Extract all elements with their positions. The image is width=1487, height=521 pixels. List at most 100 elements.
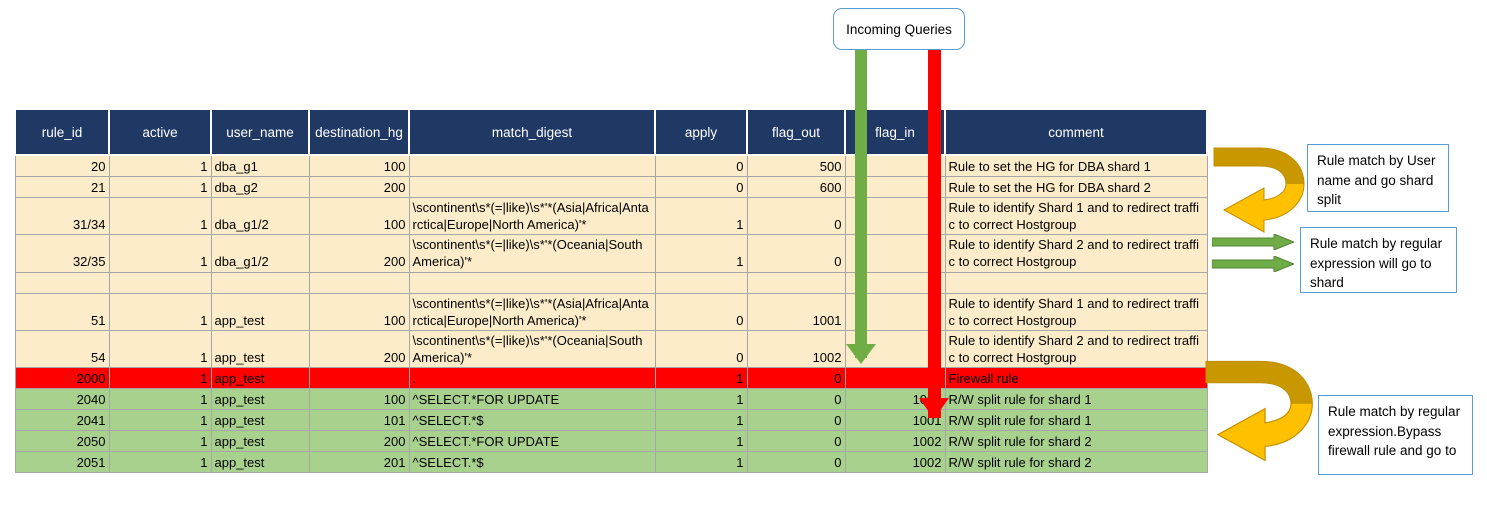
cell-match-digest [408, 271, 656, 294]
cell-rule-id: 51 [14, 292, 110, 331]
cell-flag-out: 0 [746, 196, 846, 236]
cell-flag-in [844, 271, 946, 294]
cell-user-name: app_test [210, 388, 310, 411]
cell-user-name [210, 271, 310, 294]
cell-flag-out: 1001 [746, 292, 846, 331]
cell-destination-hg: 101 [308, 409, 410, 432]
cell-flag-out: 0 [746, 367, 846, 390]
incoming-queries-label: Incoming Queries [846, 21, 952, 37]
cell-comment: Rule to identify Shard 1 and to redirect… [944, 196, 1208, 236]
green-right-arrow-top [1212, 234, 1294, 250]
cell-flag-in: 1002 [844, 451, 946, 474]
cell-comment: R/W split rule for shard 1 [944, 409, 1208, 432]
cell-destination-hg: 100 [308, 292, 410, 331]
callout-firewall-bypass-text: Rule match by regular expression.Bypass … [1328, 404, 1461, 459]
cell-apply: 0 [654, 292, 748, 331]
cell-comment: R/W split rule for shard 1 [944, 388, 1208, 411]
cell-match-digest: ^SELECT.*FOR UPDATE [408, 430, 656, 453]
table-header-row: rule_id active user_name destination_hg … [14, 108, 1208, 156]
cell-destination-hg: 200 [308, 176, 410, 198]
cell-match-digest: ^SELECT.*$ [408, 409, 656, 432]
incoming-queries-callout: Incoming Queries [833, 8, 965, 50]
cell-destination-hg [308, 367, 410, 390]
cell-match-digest: \scontinent\s*(=|like)\s*'*(Oceania|Sout… [408, 329, 656, 369]
cell-flag-out: 0 [746, 388, 846, 411]
cell-match-digest: . [408, 367, 656, 390]
cell-active: 1 [108, 367, 212, 390]
column-header-destination-hg: destination_hg [308, 108, 410, 156]
cell-match-digest [408, 154, 656, 177]
cell-rule-id: 2040 [14, 388, 110, 411]
cell-user-name: app_test [210, 367, 310, 390]
cell-active: 1 [108, 409, 212, 432]
cell-destination-hg: 200 [308, 234, 410, 273]
column-header-rule-id: rule_id [14, 108, 110, 156]
callout-user-name-match: Rule match by User name and go shard spl… [1307, 144, 1449, 212]
cell-apply: 1 [654, 367, 748, 390]
cell-flag-out: 600 [746, 176, 846, 198]
cell-flag-in: 1002 [844, 430, 946, 453]
cell-apply: 1 [654, 388, 748, 411]
cell-rule-id: 54 [14, 329, 110, 369]
cell-user-name: app_test [210, 451, 310, 474]
cell-match-digest: \scontinent\s*(=|like)\s*'*(Asia|Africa|… [408, 292, 656, 331]
cell-apply [654, 271, 748, 294]
callout-regex-match-text: Rule match by regular expression will go… [1310, 236, 1443, 291]
cell-user-name: dba_g2 [210, 176, 310, 198]
cell-user-name: app_test [210, 430, 310, 453]
cell-comment: Firewall rule [944, 367, 1208, 390]
cell-comment: Rule to identify Shard 2 and to redirect… [944, 329, 1208, 369]
column-header-user-name: user_name [210, 108, 310, 156]
green-query-flow-arrow-shaft [855, 48, 867, 358]
cell-rule-id: 31/34 [14, 196, 110, 236]
cell-active: 1 [108, 292, 212, 331]
cell-destination-hg [308, 271, 410, 294]
orange-loop-arrow-bottom [1205, 360, 1313, 462]
column-header-comment: comment [944, 108, 1208, 156]
cell-active: 1 [108, 154, 212, 177]
red-query-flow-arrow-shaft [928, 48, 941, 418]
callout-regex-match: Rule match by regular expression will go… [1300, 227, 1457, 293]
cell-destination-hg: 201 [308, 451, 410, 474]
cell-destination-hg: 200 [308, 430, 410, 453]
column-header-apply: apply [654, 108, 748, 156]
cell-flag-out: 0 [746, 451, 846, 474]
cell-flag-out: 0 [746, 234, 846, 273]
cell-match-digest: ^SELECT.*FOR UPDATE [408, 388, 656, 411]
cell-flag-out: 500 [746, 154, 846, 177]
cell-active: 1 [108, 176, 212, 198]
cell-match-digest: ^SELECT.*$ [408, 451, 656, 474]
cell-active [108, 271, 212, 294]
cell-user-name: app_test [210, 329, 310, 369]
cell-rule-id: 32/35 [14, 234, 110, 273]
cell-rule-id: 2000 [14, 367, 110, 390]
callout-firewall-bypass: Rule match by regular expression.Bypass … [1318, 395, 1473, 475]
cell-match-digest [408, 176, 656, 198]
cell-active: 1 [108, 329, 212, 369]
cell-apply: 1 [654, 430, 748, 453]
cell-comment: Rule to identify Shard 2 and to redirect… [944, 234, 1208, 273]
cell-flag-out: 0 [746, 409, 846, 432]
cell-flag-out: 1002 [746, 329, 846, 369]
green-query-flow-arrow-head [846, 344, 876, 364]
callout-user-name-match-text: Rule match by User name and go shard spl… [1317, 153, 1436, 208]
cell-active: 1 [108, 234, 212, 273]
column-header-flag-out: flag_out [746, 108, 846, 156]
cell-destination-hg: 100 [308, 196, 410, 236]
cell-destination-hg: 100 [308, 154, 410, 177]
cell-rule-id: 2041 [14, 409, 110, 432]
cell-apply: 1 [654, 451, 748, 474]
cell-apply: 1 [654, 409, 748, 432]
green-right-arrow-bottom [1212, 256, 1294, 272]
cell-rule-id: 21 [14, 176, 110, 198]
